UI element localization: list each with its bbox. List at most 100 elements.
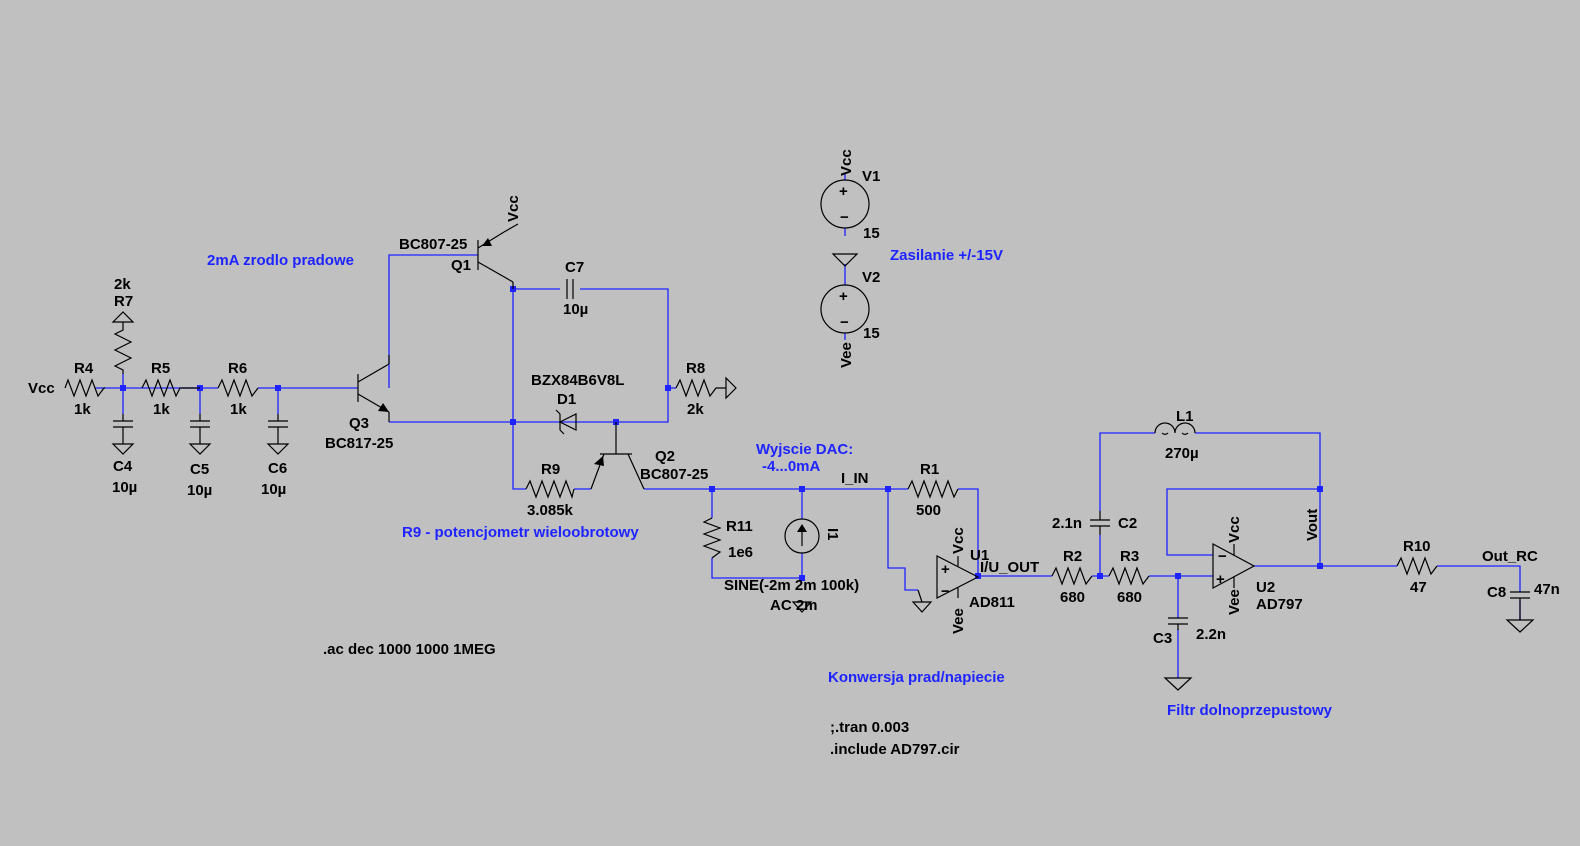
gnd-v1-v2 bbox=[831, 253, 859, 267]
r10-ref: R10 bbox=[1403, 538, 1431, 555]
r8-value: 2k bbox=[687, 401, 704, 418]
transistor-q1[interactable]: BC807-25 Q1 bbox=[399, 231, 514, 289]
net-iu-out: I/U_OUT bbox=[980, 559, 1039, 576]
c5-value: 10µ bbox=[187, 482, 212, 499]
directive-ac[interactable]: .ac dec 1000 1000 1MEG bbox=[323, 641, 496, 658]
u2-vee-net: Vee bbox=[1226, 589, 1243, 615]
resistor-r6[interactable]: R6 1k bbox=[217, 360, 259, 418]
u1-vcc-net: Vcc bbox=[950, 527, 967, 554]
capacitor-c3[interactable]: C3 2.2n bbox=[1153, 617, 1226, 691]
wires bbox=[95, 174, 1521, 678]
r11-value: 1e6 bbox=[728, 544, 753, 561]
resistor-r3[interactable]: R3 680 bbox=[1108, 548, 1150, 606]
v2-plus: + bbox=[839, 288, 848, 305]
v2-vee-net: Vee bbox=[838, 342, 855, 368]
r5-value: 1k bbox=[153, 401, 170, 418]
r2-value: 680 bbox=[1060, 589, 1085, 606]
transistor-q3[interactable]: Q3 BC817-25 bbox=[325, 355, 393, 452]
vcc-net-q1: Vcc bbox=[505, 195, 522, 222]
resistor-r11[interactable]: R11 1e6 bbox=[702, 517, 753, 561]
voltage-source-v2[interactable]: + − V2 15 Vee bbox=[820, 269, 880, 368]
r6-value: 1k bbox=[230, 401, 247, 418]
diode-d1[interactable]: BZX84B6V8L D1 bbox=[531, 372, 624, 435]
directive-tran[interactable]: ;.tran 0.003 bbox=[830, 719, 909, 736]
net-vout: Vout bbox=[1304, 509, 1321, 541]
capacitor-c2[interactable]: 2.1n C2 bbox=[1052, 511, 1137, 535]
resistor-r4[interactable]: R4 1k bbox=[64, 360, 105, 418]
comment-supply: Zasilanie +/-15V bbox=[890, 247, 1003, 264]
r1-ref: R1 bbox=[920, 461, 939, 478]
capacitor-c4[interactable]: C4 10µ bbox=[111, 414, 137, 496]
net-vcc-input: Vcc bbox=[28, 380, 55, 397]
comment-conversion: Konwersja prad/napiecie bbox=[828, 669, 1005, 686]
opamp-u2[interactable]: − + Vcc Vee U2 AD797 bbox=[1212, 516, 1303, 615]
comment-current-source: 2mA zrodlo pradowe bbox=[207, 252, 354, 269]
q1-ref: Q1 bbox=[451, 257, 471, 274]
q2-ref: Q2 bbox=[655, 448, 675, 465]
u1-model: AD811 bbox=[969, 594, 1015, 611]
r2-ref: R2 bbox=[1063, 548, 1082, 565]
r6-ref: R6 bbox=[228, 360, 247, 377]
capacitor-c6[interactable]: C6 10µ bbox=[261, 414, 290, 498]
c6-ref: C6 bbox=[268, 460, 287, 477]
current-source-i1[interactable]: I1 SINE(-2m 2m 100k) AC 2m bbox=[724, 518, 859, 614]
v2-minus: − bbox=[840, 314, 849, 331]
u1-ref: U1 bbox=[970, 547, 989, 564]
resistor-r2[interactable]: R2 680 bbox=[1051, 548, 1093, 606]
l1-value: 270µ bbox=[1165, 445, 1199, 462]
r8-ref: R8 bbox=[686, 360, 705, 377]
comment-potentiometer: R9 - potencjometr wieloobrotowy bbox=[402, 524, 639, 541]
v1-vcc-net: Vcc bbox=[838, 149, 855, 176]
i1-ac: AC 2m bbox=[770, 597, 818, 614]
u2-plus: + bbox=[1216, 571, 1225, 588]
i1-ref: I1 bbox=[824, 528, 841, 541]
v1-ref: V1 bbox=[862, 168, 880, 185]
v1-plus: + bbox=[839, 183, 848, 200]
u2-ref: U2 bbox=[1256, 579, 1275, 596]
vcc-flag-q1: Vcc bbox=[503, 195, 522, 233]
d1-model: BZX84B6V8L bbox=[531, 372, 624, 389]
resistor-r5[interactable]: R5 1k bbox=[141, 360, 200, 418]
r3-value: 680 bbox=[1117, 589, 1142, 606]
r7-ref: R7 bbox=[114, 293, 133, 310]
inductor-l1[interactable]: L1 270µ bbox=[1154, 408, 1199, 462]
opamp-u1[interactable]: + − Vcc Vee U1 AD811 bbox=[911, 527, 1015, 634]
c4-value: 10µ bbox=[112, 479, 137, 496]
directive-include[interactable]: .include AD797.cir bbox=[830, 741, 960, 758]
capacitor-c5[interactable]: C5 10µ bbox=[187, 414, 212, 499]
r4-ref: R4 bbox=[74, 360, 94, 377]
v2-value: 15 bbox=[863, 325, 880, 342]
capacitor-c8[interactable]: C8 47n bbox=[1487, 581, 1560, 633]
q2-model: BC807-25 bbox=[640, 466, 708, 483]
r5-ref: R5 bbox=[151, 360, 170, 377]
c2-value: 2.1n bbox=[1052, 515, 1082, 532]
c8-value: 47n bbox=[1534, 581, 1560, 598]
comment-dac-out-1: Wyjscie DAC: bbox=[756, 441, 853, 458]
r11-ref: R11 bbox=[726, 518, 753, 535]
resistor-r9[interactable]: R9 3.085k bbox=[525, 461, 575, 519]
c3-value: 2.2n bbox=[1196, 626, 1226, 643]
u2-vcc-net: Vcc bbox=[1226, 516, 1243, 543]
c5-ref: C5 bbox=[190, 461, 209, 478]
resistor-r8[interactable]: R8 2k bbox=[675, 360, 737, 418]
net-i-in: I_IN bbox=[841, 470, 869, 487]
resistor-r10[interactable]: R10 47 bbox=[1396, 538, 1438, 596]
u2-model: AD797 bbox=[1256, 596, 1303, 613]
voltage-source-v1[interactable]: + − Vcc V1 15 bbox=[820, 149, 880, 242]
comment-dac-out-2: -4...0mA bbox=[762, 458, 821, 475]
r10-value: 47 bbox=[1410, 579, 1427, 596]
d1-ref: D1 bbox=[557, 391, 576, 408]
comment-filter: Filtr dolnoprzepustowy bbox=[1167, 702, 1333, 719]
transistor-q2[interactable]: Q2 BC807-25 bbox=[590, 422, 708, 490]
u1-plus: + bbox=[941, 561, 950, 578]
c6-value: 10µ bbox=[261, 481, 286, 498]
r1-value: 500 bbox=[916, 502, 941, 519]
q3-ref: Q3 bbox=[349, 415, 369, 432]
c3-ref: C3 bbox=[1153, 630, 1172, 647]
c7-value: 10µ bbox=[563, 301, 588, 318]
capacitor-c7[interactable]: C7 10µ bbox=[563, 259, 588, 318]
resistor-r7[interactable]: 2k R7 bbox=[111, 276, 135, 374]
i1-value: SINE(-2m 2m 100k) bbox=[724, 577, 859, 594]
resistor-r1[interactable]: R1 500 bbox=[907, 461, 959, 519]
